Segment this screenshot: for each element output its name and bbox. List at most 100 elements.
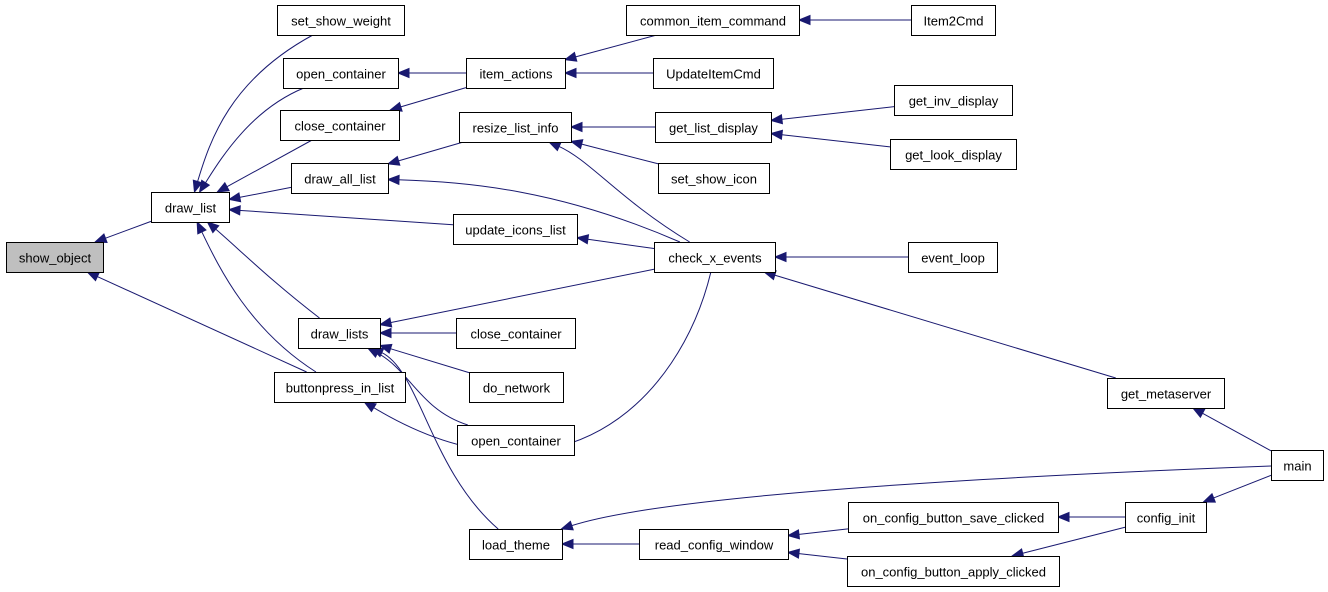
arrowhead-common_item_command-to-item_actions [563, 51, 578, 62]
node-label: buttonpress_in_list [286, 381, 395, 396]
node-label: event_loop [921, 251, 985, 266]
node-box [280, 110, 400, 141]
node-box [894, 85, 1013, 116]
node-label: open_container [471, 434, 561, 449]
node-label: common_item_command [640, 14, 786, 29]
arrowhead-main-to-load_theme [560, 520, 574, 531]
node-get-look-display[interactable]: get_look_display [890, 139, 1017, 170]
node-close-container-2[interactable]: close_container [456, 318, 576, 349]
node-box [653, 58, 774, 89]
node-box [639, 529, 789, 560]
edge-item_actions-to-close_container_1 [399, 87, 467, 108]
node-label: read_config_window [655, 538, 774, 553]
node-box [848, 502, 1059, 533]
node-update-icons-list[interactable]: update_icons_list [453, 214, 578, 245]
node-set-show-weight[interactable]: set_show_weight [277, 5, 405, 36]
node-common-item-command[interactable]: common_item_command [626, 5, 800, 36]
node-label: open_container [296, 67, 386, 82]
node-label: draw_list [165, 201, 217, 216]
node-box [911, 5, 996, 36]
node-label: set_show_weight [291, 14, 391, 29]
node-main[interactable]: main [1271, 450, 1324, 481]
edge-main-to-get_metaserver [1201, 412, 1272, 452]
arrowhead-read_config_window-to-load_theme [560, 538, 574, 550]
edge-update_icons_list-to-draw_list [238, 209, 454, 226]
node-get-list-display[interactable]: get_list_display [655, 112, 772, 143]
edge-open_container_2-to-draw_lists [376, 352, 468, 426]
node-label: Item2Cmd [924, 14, 984, 29]
arrowhead-close_container_1-to-draw_list [216, 181, 230, 193]
node-box [655, 112, 772, 143]
arrowhead-set_show_icon-to-resize_list_info [569, 139, 584, 150]
node-item2cmd[interactable]: Item2Cmd [911, 5, 996, 36]
node-draw-lists[interactable]: draw_lists [298, 318, 381, 349]
node-show-object[interactable]: show_object [6, 242, 104, 273]
arrowhead-set_show_weight-to-draw_list [192, 179, 203, 194]
node-resize-list-info[interactable]: resize_list_info [459, 112, 572, 143]
node-label: get_look_display [905, 148, 1002, 163]
node-updateitemcmd[interactable]: UpdateItemCmd [653, 58, 774, 89]
node-box [658, 163, 770, 194]
node-get-metaserver[interactable]: get_metaserver [1107, 378, 1225, 409]
edge-check_x_events-to-resize_list_info [558, 145, 690, 243]
node-label: update_icons_list [465, 223, 566, 238]
node-on-config-button-save-clicked[interactable]: on_config_button_save_clicked [848, 502, 1059, 533]
node-box [291, 163, 389, 194]
node-buttonpress-in-list[interactable]: buttonpress_in_list [274, 372, 406, 403]
node-box [274, 372, 406, 403]
node-label: on_config_button_apply_clicked [861, 565, 1046, 580]
edge-draw_list-to-show_object [104, 220, 152, 240]
node-item-actions[interactable]: item_actions [466, 58, 566, 89]
node-label: draw_all_list [304, 172, 376, 187]
node-set-show-icon[interactable]: set_show_icon [658, 163, 770, 194]
arrowhead-main-to-get_metaserver [1191, 407, 1206, 419]
node-box [298, 318, 381, 349]
edge-check_x_events-to-update_icons_list [586, 238, 655, 250]
node-label: show_object [19, 251, 92, 266]
node-box [466, 58, 566, 89]
node-box [469, 372, 564, 403]
arrowhead-resize_list_info-to-draw_all_list [386, 155, 401, 166]
edge-config_init-to-on_config_button_apply_clicked [1021, 526, 1126, 555]
arrowhead-do_network-to-draw_lists [378, 343, 393, 354]
arrowhead-check_x_events-to-update_icons_list [575, 234, 590, 245]
edge-get_inv_display-to-get_list_display [780, 106, 895, 120]
node-draw-all-list[interactable]: draw_all_list [291, 163, 389, 194]
node-config-init[interactable]: config_init [1125, 502, 1207, 533]
node-on-config-button-apply-clicked[interactable]: on_config_button_apply_clicked [847, 556, 1060, 587]
node-box [277, 5, 405, 36]
arrowhead-event_loop-to-check_x_events [773, 251, 787, 263]
arrowhead-check_x_events-to-draw_all_list [386, 174, 400, 186]
node-label: do_network [483, 381, 551, 396]
node-label: get_list_display [669, 121, 758, 136]
node-get-inv-display[interactable]: get_inv_display [894, 85, 1013, 116]
arrowhead-draw_lists-to-draw_list [206, 221, 220, 234]
node-read-config-window[interactable]: read_config_window [639, 529, 789, 560]
node-draw-list[interactable]: draw_list [151, 192, 230, 223]
node-load-theme[interactable]: load_theme [469, 529, 563, 560]
arrowhead-update_icons_list-to-draw_list [227, 205, 241, 216]
node-event-loop[interactable]: event_loop [908, 242, 998, 273]
edge-resize_list_info-to-draw_all_list [397, 141, 464, 162]
arrowhead-check_x_events-to-resize_list_info [547, 141, 562, 152]
node-open-container-2[interactable]: open_container [457, 425, 575, 456]
node-label: item_actions [480, 67, 553, 82]
node-open-container-1[interactable]: open_container [283, 58, 399, 89]
arrowhead-get_list_display-to-resize_list_info [569, 121, 583, 133]
node-do-network[interactable]: do_network [469, 372, 564, 403]
arrowhead-draw_all_list-to-draw_list [227, 192, 242, 203]
node-label: main [1283, 459, 1311, 474]
arrowhead-on_config_button_apply_clicked-to-read_config_window [786, 548, 801, 559]
arrowhead-Item2Cmd-to-common_item_command [797, 14, 811, 26]
arrowhead-item_actions-to-close_container_1 [389, 101, 403, 112]
edge-load_theme-to-draw_lists [380, 351, 499, 530]
node-box [908, 242, 998, 273]
node-check-x-events[interactable]: check_x_events [654, 242, 776, 273]
edge-check_x_events-to-draw_lists [389, 268, 655, 324]
node-close-container-1[interactable]: close_container [280, 110, 400, 141]
edge-buttonpress_in_list-to-show_object [96, 275, 307, 373]
node-box [469, 529, 563, 560]
edge-check_x_events-to-draw_all_list [397, 179, 681, 243]
node-box [283, 58, 399, 89]
arrowhead-check_x_events-to-buttonpress_in_list [363, 401, 377, 413]
